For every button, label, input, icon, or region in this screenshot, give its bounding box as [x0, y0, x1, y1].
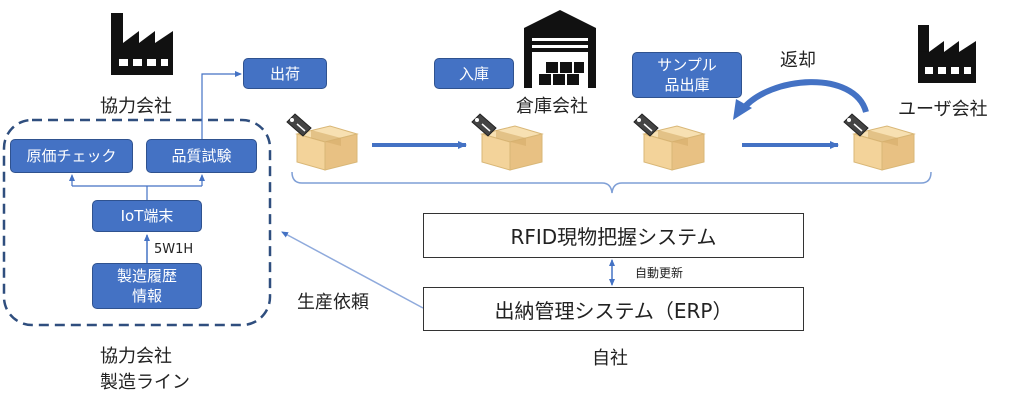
package-icon: [286, 113, 359, 171]
return-label: 返却: [780, 50, 816, 71]
arrow-production-request: [281, 231, 424, 309]
sample-line-1: サンプル: [657, 56, 717, 74]
manufacturing-history-box: 製造履歴 情報: [92, 263, 202, 309]
receiving-box: 入庫: [434, 58, 514, 89]
erp-system-box: 出納管理システム（ERP）: [423, 287, 804, 331]
sample-dispatch-box: サンプル 品出庫: [632, 52, 742, 98]
factory-icon: [111, 13, 173, 75]
history-line-1: 製造履歴: [116, 267, 177, 285]
partner-line-label-1: 協力会社: [100, 346, 172, 367]
five-w-one-h-label: 5W1H: [154, 242, 194, 257]
package-icon: [471, 113, 544, 171]
quality-test-box: 品質試験: [146, 139, 257, 173]
warehouse-icon: [524, 10, 596, 88]
cost-check-box: 原価チェック: [10, 139, 133, 173]
rfid-system-box: RFID現物把握システム: [423, 213, 804, 258]
factory-icon: [918, 25, 976, 83]
package-icon: [633, 113, 706, 171]
tag-icon: [843, 113, 869, 137]
auto-update-label: 自動更新: [635, 266, 684, 280]
tag-icon: [471, 113, 497, 137]
history-line-2: 情報: [131, 287, 162, 305]
arrow-return: [739, 79, 869, 114]
tag-icon: [633, 113, 659, 137]
partner-region: [2, 118, 272, 327]
tag-icon: [286, 113, 312, 137]
partner-line-label-2: 製造ライン: [100, 372, 190, 393]
production-request-label: 生産依頼: [297, 292, 369, 313]
iot-terminal-box: IoT端末: [92, 200, 202, 232]
sample-line-2: 品出庫: [664, 76, 710, 94]
user-company-label: ユーザ会社: [898, 99, 988, 120]
own-company-label: 自社: [592, 348, 628, 369]
package-icon: [843, 113, 916, 171]
partner-label: 協力会社: [100, 96, 172, 117]
arrow-to-shipping: [201, 71, 242, 139]
warehouse-label: 倉庫会社: [516, 96, 588, 117]
shipping-box: 出荷: [243, 58, 327, 89]
flow-brace: [291, 171, 932, 194]
